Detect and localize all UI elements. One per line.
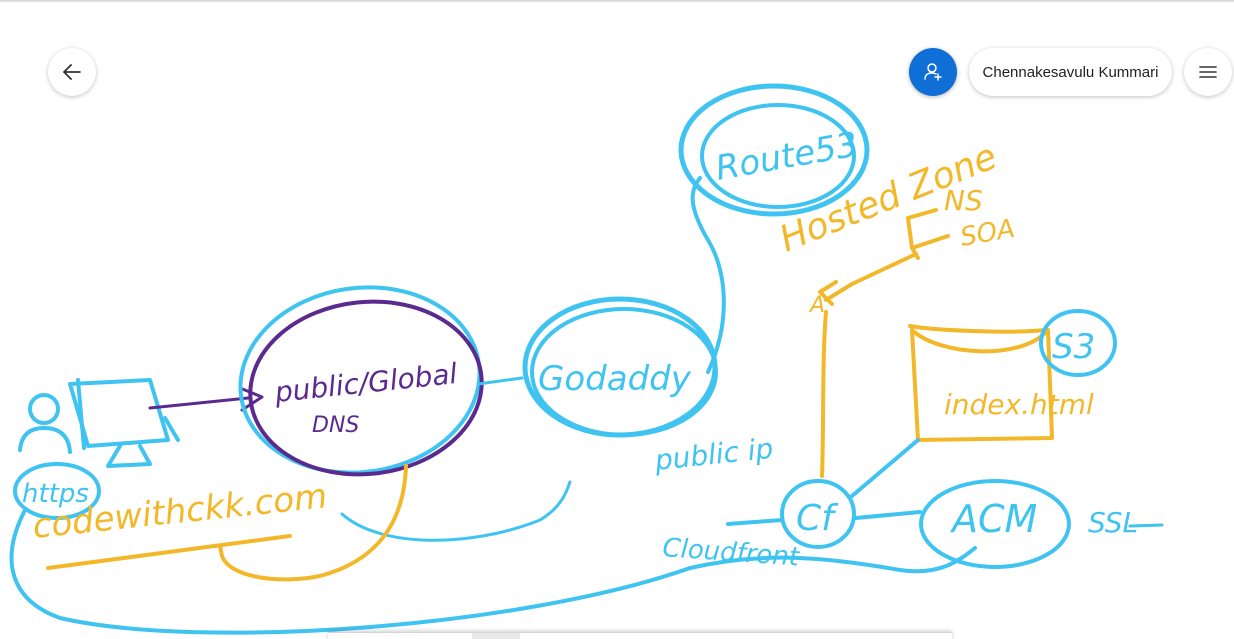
ssl-underline <box>1128 523 1164 528</box>
route53-label: Route53 <box>713 125 861 189</box>
dns-orange-curve <box>218 464 408 582</box>
soa-label: SOA <box>958 214 1017 253</box>
domain-underline <box>46 534 292 570</box>
arrow-left-icon <box>63 64 81 80</box>
cf-label: Cf <box>796 498 839 539</box>
a-record-line <box>818 252 918 306</box>
back-button[interactable] <box>48 48 96 96</box>
user-computer-icon <box>18 378 180 468</box>
godaddy-to-route53-line <box>690 176 726 374</box>
a-record-label: A <box>808 293 825 318</box>
acm-label: ACM <box>949 497 1037 541</box>
cf-to-acm-line <box>854 510 922 520</box>
dns-label: DNS <box>312 413 359 438</box>
s3-label: S3 <box>1052 327 1095 367</box>
pen-tool-button[interactable] <box>472 633 520 639</box>
public-ip-label: public ip <box>652 432 774 477</box>
acm-node <box>919 479 1071 569</box>
hosted-zone-bracket <box>906 208 950 260</box>
s3-to-cf-line <box>850 438 920 498</box>
cloudfront-node <box>780 479 856 549</box>
https-label: https <box>22 479 89 509</box>
hamburger-menu-icon <box>1199 66 1217 78</box>
share-button[interactable] <box>909 48 957 96</box>
dns-lower-blue-curve <box>340 480 572 542</box>
s3-bucket <box>908 309 1117 442</box>
menu-button[interactable] <box>1184 48 1232 96</box>
dns-to-godaddy-line <box>476 376 524 386</box>
route53-node <box>678 83 870 217</box>
user-name-button[interactable]: Chennakesavulu Kummari <box>969 48 1172 96</box>
computer-to-dns-arrow <box>148 386 264 412</box>
top-edge-shadow <box>0 0 1234 3</box>
user-name-label: Chennakesavulu Kummari <box>982 63 1159 81</box>
dns-node <box>238 285 484 477</box>
ns-label: NS <box>944 184 983 217</box>
request-flow-loop <box>9 510 977 635</box>
index-html-label: index.html <box>944 388 1094 421</box>
https-bubble <box>13 462 101 520</box>
cloudfront-label: Cloudfront <box>662 533 801 573</box>
cloudfront-underline <box>726 518 784 526</box>
bottom-toolbar[interactable] <box>328 632 952 639</box>
godaddy-label: Godaddy <box>538 359 692 399</box>
a-record-to-cf-line <box>820 310 828 478</box>
ssl-label: SSL <box>1088 506 1138 539</box>
public-global-label: public/Global <box>272 357 459 409</box>
add-person-icon <box>924 63 942 81</box>
godaddy-node <box>522 296 718 438</box>
